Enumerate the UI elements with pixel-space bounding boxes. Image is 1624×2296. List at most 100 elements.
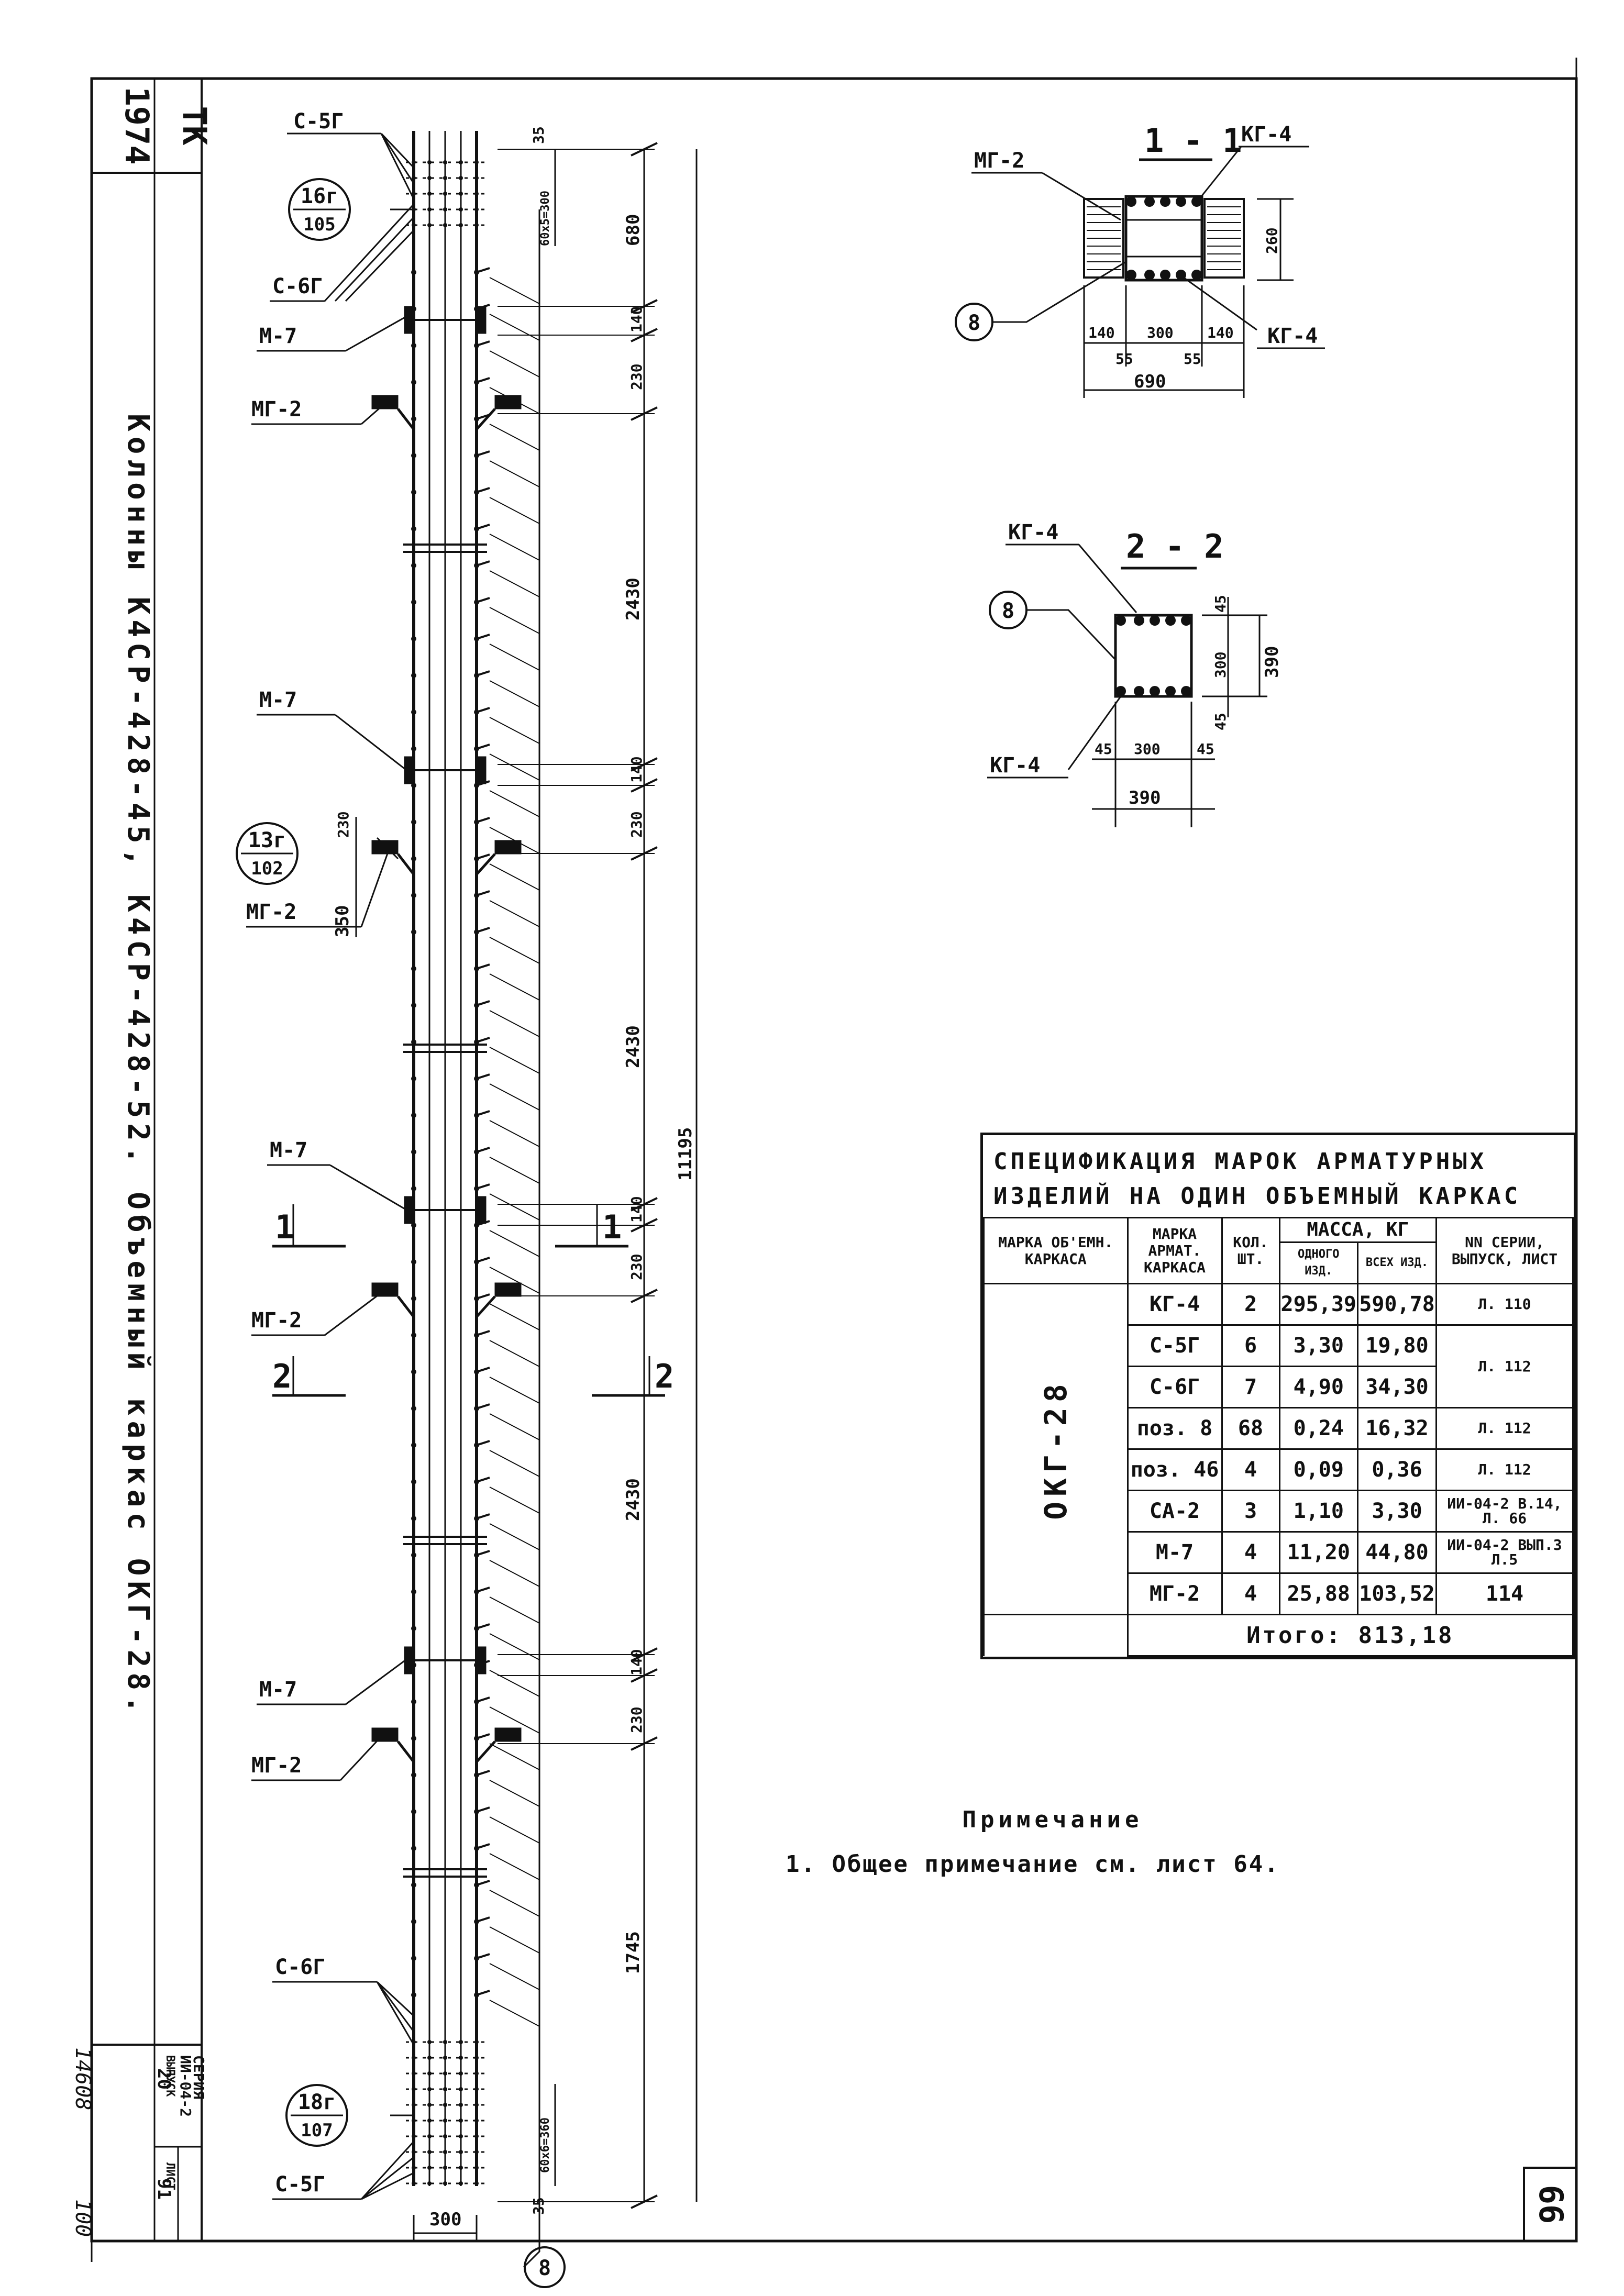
- tie-mark: [476, 450, 490, 457]
- tie-mark: [476, 1513, 490, 1519]
- tie-mark: [476, 1806, 490, 1813]
- spec-header-row: МАРКА ОБ'ЕМН. КАРКАСА МАРКА АРМАТ. КАРКА…: [983, 1217, 1574, 1284]
- section-2-2-pos: 8: [1002, 599, 1014, 623]
- series-value: ИИ-04-2: [177, 2055, 194, 2117]
- tie-mark: [489, 460, 540, 487]
- svg-text:140: 140: [628, 306, 645, 332]
- sheet-frame: [90, 58, 1578, 2262]
- tie-mark: [459, 192, 463, 196]
- tie-mark: [411, 1516, 416, 1521]
- tie-mark: [489, 1706, 540, 1734]
- tie-mark: [474, 2150, 479, 2154]
- label-c5g-top: С-5Г: [293, 109, 344, 134]
- tie-mark: [411, 1992, 416, 1998]
- series-label: СЕРИЯ: [190, 2055, 207, 2099]
- tie-mark: [427, 160, 432, 164]
- callout-18g: 18г 107: [285, 2084, 348, 2147]
- tie-mark: [474, 207, 479, 212]
- tie-mark: [459, 176, 463, 180]
- tie-mark: [427, 2103, 432, 2107]
- tie-mark: [489, 790, 540, 817]
- stamp-block: ТК 1974: [118, 86, 214, 164]
- spec-total-row: Итого: 813,18: [983, 1614, 1574, 1657]
- hdr-rebar-mark: МАРКА АРМАТ. КАРКАСА: [1126, 1217, 1223, 1284]
- section-mark-1-left: 1: [275, 1208, 294, 1246]
- tie-mark: [474, 2087, 479, 2091]
- svg-text:140: 140: [1207, 324, 1234, 341]
- svg-text:102: 102: [251, 858, 283, 879]
- svg-text:35: 35: [530, 126, 547, 144]
- tie-mark: [489, 1853, 540, 1880]
- svg-text:350: 350: [332, 905, 353, 937]
- tie-mark: [489, 1816, 540, 1844]
- tie-mark: [489, 1926, 540, 1954]
- svg-text:107: 107: [301, 2120, 333, 2141]
- mg2-bracket-4: [371, 1727, 522, 1763]
- mg2-bracket-1: [371, 395, 522, 430]
- tie-mark: [427, 2056, 432, 2060]
- tie-mark: [489, 1890, 540, 1917]
- tie-mark: [459, 223, 463, 227]
- tie-mark: [489, 1303, 540, 1330]
- tie-mark: [476, 1000, 490, 1006]
- section-1-1-mg: МГ-2: [974, 149, 1024, 173]
- tie-mark: [459, 2087, 463, 2091]
- svg-text:11195: 11195: [675, 1127, 696, 1181]
- tie-mark: [474, 2118, 479, 2123]
- tie-mark: [412, 176, 416, 180]
- tie-mark: [476, 1880, 490, 1886]
- tie-mark: [443, 192, 447, 196]
- tie-mark: [476, 1257, 490, 1263]
- tie-mark: [476, 1587, 490, 1593]
- tie-mark: [474, 2056, 479, 2060]
- tie-mark: [476, 1440, 490, 1446]
- tie-mark: [427, 2118, 432, 2123]
- tie-mark: [443, 176, 447, 180]
- tie-mark: [474, 2040, 479, 2044]
- tie-mark: [411, 1552, 416, 1558]
- spec-total: Итого: 813,18: [1126, 1614, 1574, 1657]
- tie-mark: [411, 709, 416, 715]
- tie-mark: [474, 2103, 479, 2107]
- spec-grid: МАРКА ОБ'ЕМН. КАРКАСА МАРКА АРМАТ. КАРКА…: [983, 1217, 1574, 1657]
- tie-mark: [476, 1110, 490, 1116]
- section-2-2-kg-bottom: КГ-4: [990, 753, 1040, 778]
- tie-mark: [489, 350, 540, 378]
- tie-mark: [412, 2118, 416, 2123]
- tie-mark: [476, 1403, 490, 1410]
- tie-mark: [411, 1956, 416, 1961]
- tie-mark: [427, 2087, 432, 2091]
- tie-mark: [411, 1259, 416, 1265]
- spec-caption-line2: ИЗДЕЛИЙ НА ОДИН ОБЪЕМНЫЙ КАРКАС: [993, 1183, 1521, 1210]
- tie-mark: [489, 570, 540, 597]
- tie-mark: [411, 270, 416, 275]
- tie-mark: [476, 1293, 490, 1300]
- svg-text:140: 140: [1088, 324, 1115, 341]
- tie-mark: [411, 636, 416, 641]
- page-number: 66: [1532, 2185, 1570, 2224]
- tie-mark: [411, 1076, 416, 1081]
- hdr-mass: МАССА, КГ: [1278, 1217, 1438, 1243]
- tie-mark: [443, 2150, 447, 2154]
- cell-frame-mark: ОКГ-28: [983, 1283, 1129, 1615]
- tie-mark: [443, 2181, 447, 2186]
- tie-mark: [459, 2166, 463, 2170]
- tie-mark: [489, 863, 540, 891]
- tie-mark: [489, 753, 540, 781]
- tie-mark: [489, 1413, 540, 1440]
- svg-text:18г: 18г: [298, 2090, 336, 2114]
- tie-mark: [489, 497, 540, 524]
- tie-mark: [476, 1183, 490, 1190]
- svg-text:230: 230: [628, 1254, 645, 1280]
- tie-mark: [459, 2056, 463, 2060]
- svg-text:2430: 2430: [623, 1025, 644, 1068]
- tie-mark: [489, 1083, 540, 1111]
- tie-mark: [489, 717, 540, 744]
- label-mg2-3: МГ-2: [251, 1308, 302, 1333]
- section-1-1-pos: 8: [968, 311, 980, 335]
